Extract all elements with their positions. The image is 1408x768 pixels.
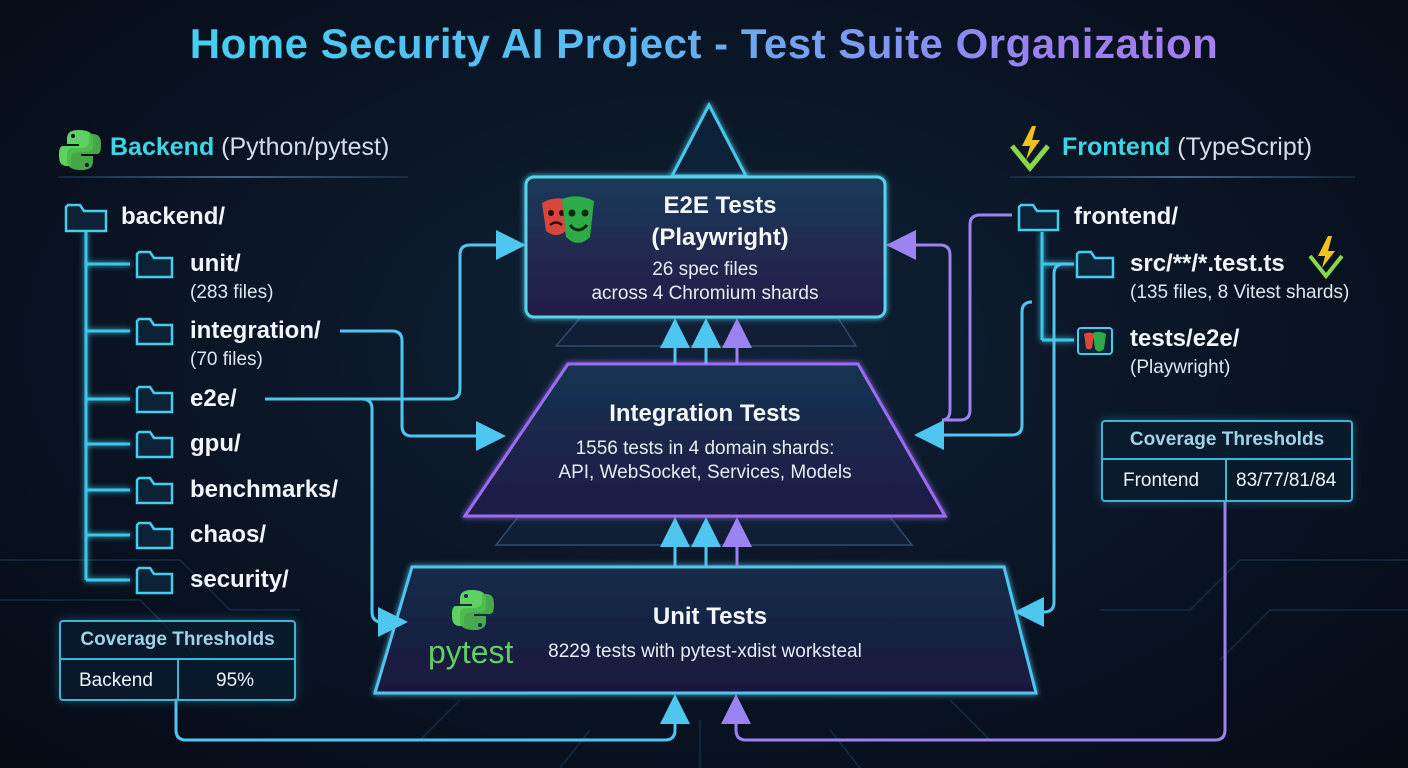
frontend-coverage-table: Coverage Thresholds Frontend 83/77/81/84 [1101, 420, 1353, 502]
page-title: Home Security AI Project - Test Suite Or… [0, 20, 1408, 68]
integration-tier-domains: API, WebSocket, Services, Models [558, 462, 852, 483]
folder-integration-count: (70 files) [190, 349, 263, 370]
e2e-tier-shards: across 4 Chromium shards [591, 283, 819, 304]
frontend-src-tests[interactable]: src/**/*.test.ts [1130, 250, 1285, 277]
frontend-coverage-header: Coverage Thresholds [1103, 422, 1351, 460]
frontend-e2e-folder[interactable]: tests/e2e/ [1130, 325, 1240, 352]
folder-benchmarks[interactable]: benchmarks/ [190, 476, 339, 503]
backend-coverage-header: Coverage Thresholds [61, 622, 294, 660]
backend-coverage-table: Coverage Thresholds Backend 95% [59, 620, 296, 701]
unit-tier-title: Unit Tests [652, 603, 768, 630]
frontend-coverage-label: Frontend [1123, 470, 1200, 491]
backend-coverage-divider [177, 660, 179, 699]
frontend-coverage-value: 83/77/81/84 [1236, 470, 1337, 491]
folder-gpu[interactable]: gpu/ [190, 430, 241, 457]
e2e-tier-spec-count: 26 spec files [652, 259, 758, 280]
frontend-heading-rest: (TypeScript) [1177, 133, 1313, 161]
backend-coverage-label: Backend [79, 670, 153, 691]
frontend-coverage-divider [1225, 460, 1227, 500]
unit-tier-count: 8229 tests with pytest-xdist worksteal [548, 641, 862, 662]
frontend-heading-accent: Frontend [1062, 133, 1171, 161]
folder-unit[interactable]: unit/ [190, 250, 241, 277]
e2e-tier-title: E2E Tests [663, 192, 777, 219]
frontend-src-tests-count: (135 files, 8 Vitest shards) [1130, 282, 1350, 303]
folder-e2e[interactable]: e2e/ [190, 385, 237, 412]
frontend-divider [1010, 176, 1355, 178]
folder-unit-count: (283 files) [190, 282, 274, 303]
folder-security[interactable]: security/ [190, 566, 289, 593]
e2e-tier-tool: (Playwright) [651, 224, 789, 251]
backend-heading-rest: (Python/pytest) [221, 133, 390, 161]
frontend-root-folder[interactable]: frontend/ [1074, 203, 1178, 230]
backend-root-folder[interactable]: backend/ [121, 203, 226, 230]
backend-heading-accent: Backend [110, 133, 215, 161]
folder-chaos[interactable]: chaos/ [190, 521, 267, 548]
backend-divider [58, 176, 408, 178]
folder-integration[interactable]: integration/ [190, 317, 321, 344]
e2e-tier: E2E Tests (Playwright) [600, 192, 840, 252]
integration-tier-title: Integration Tests [609, 400, 801, 427]
integration-tier-count: 1556 tests in 4 domain shards: [575, 438, 835, 459]
backend-heading: Backend (Python/pytest) [110, 133, 389, 162]
backend-coverage-value: 95% [216, 670, 255, 691]
pytest-logo-text: pytest [428, 634, 514, 670]
frontend-e2e-tool: (Playwright) [1130, 357, 1231, 378]
frontend-heading: Frontend (TypeScript) [1062, 133, 1312, 162]
